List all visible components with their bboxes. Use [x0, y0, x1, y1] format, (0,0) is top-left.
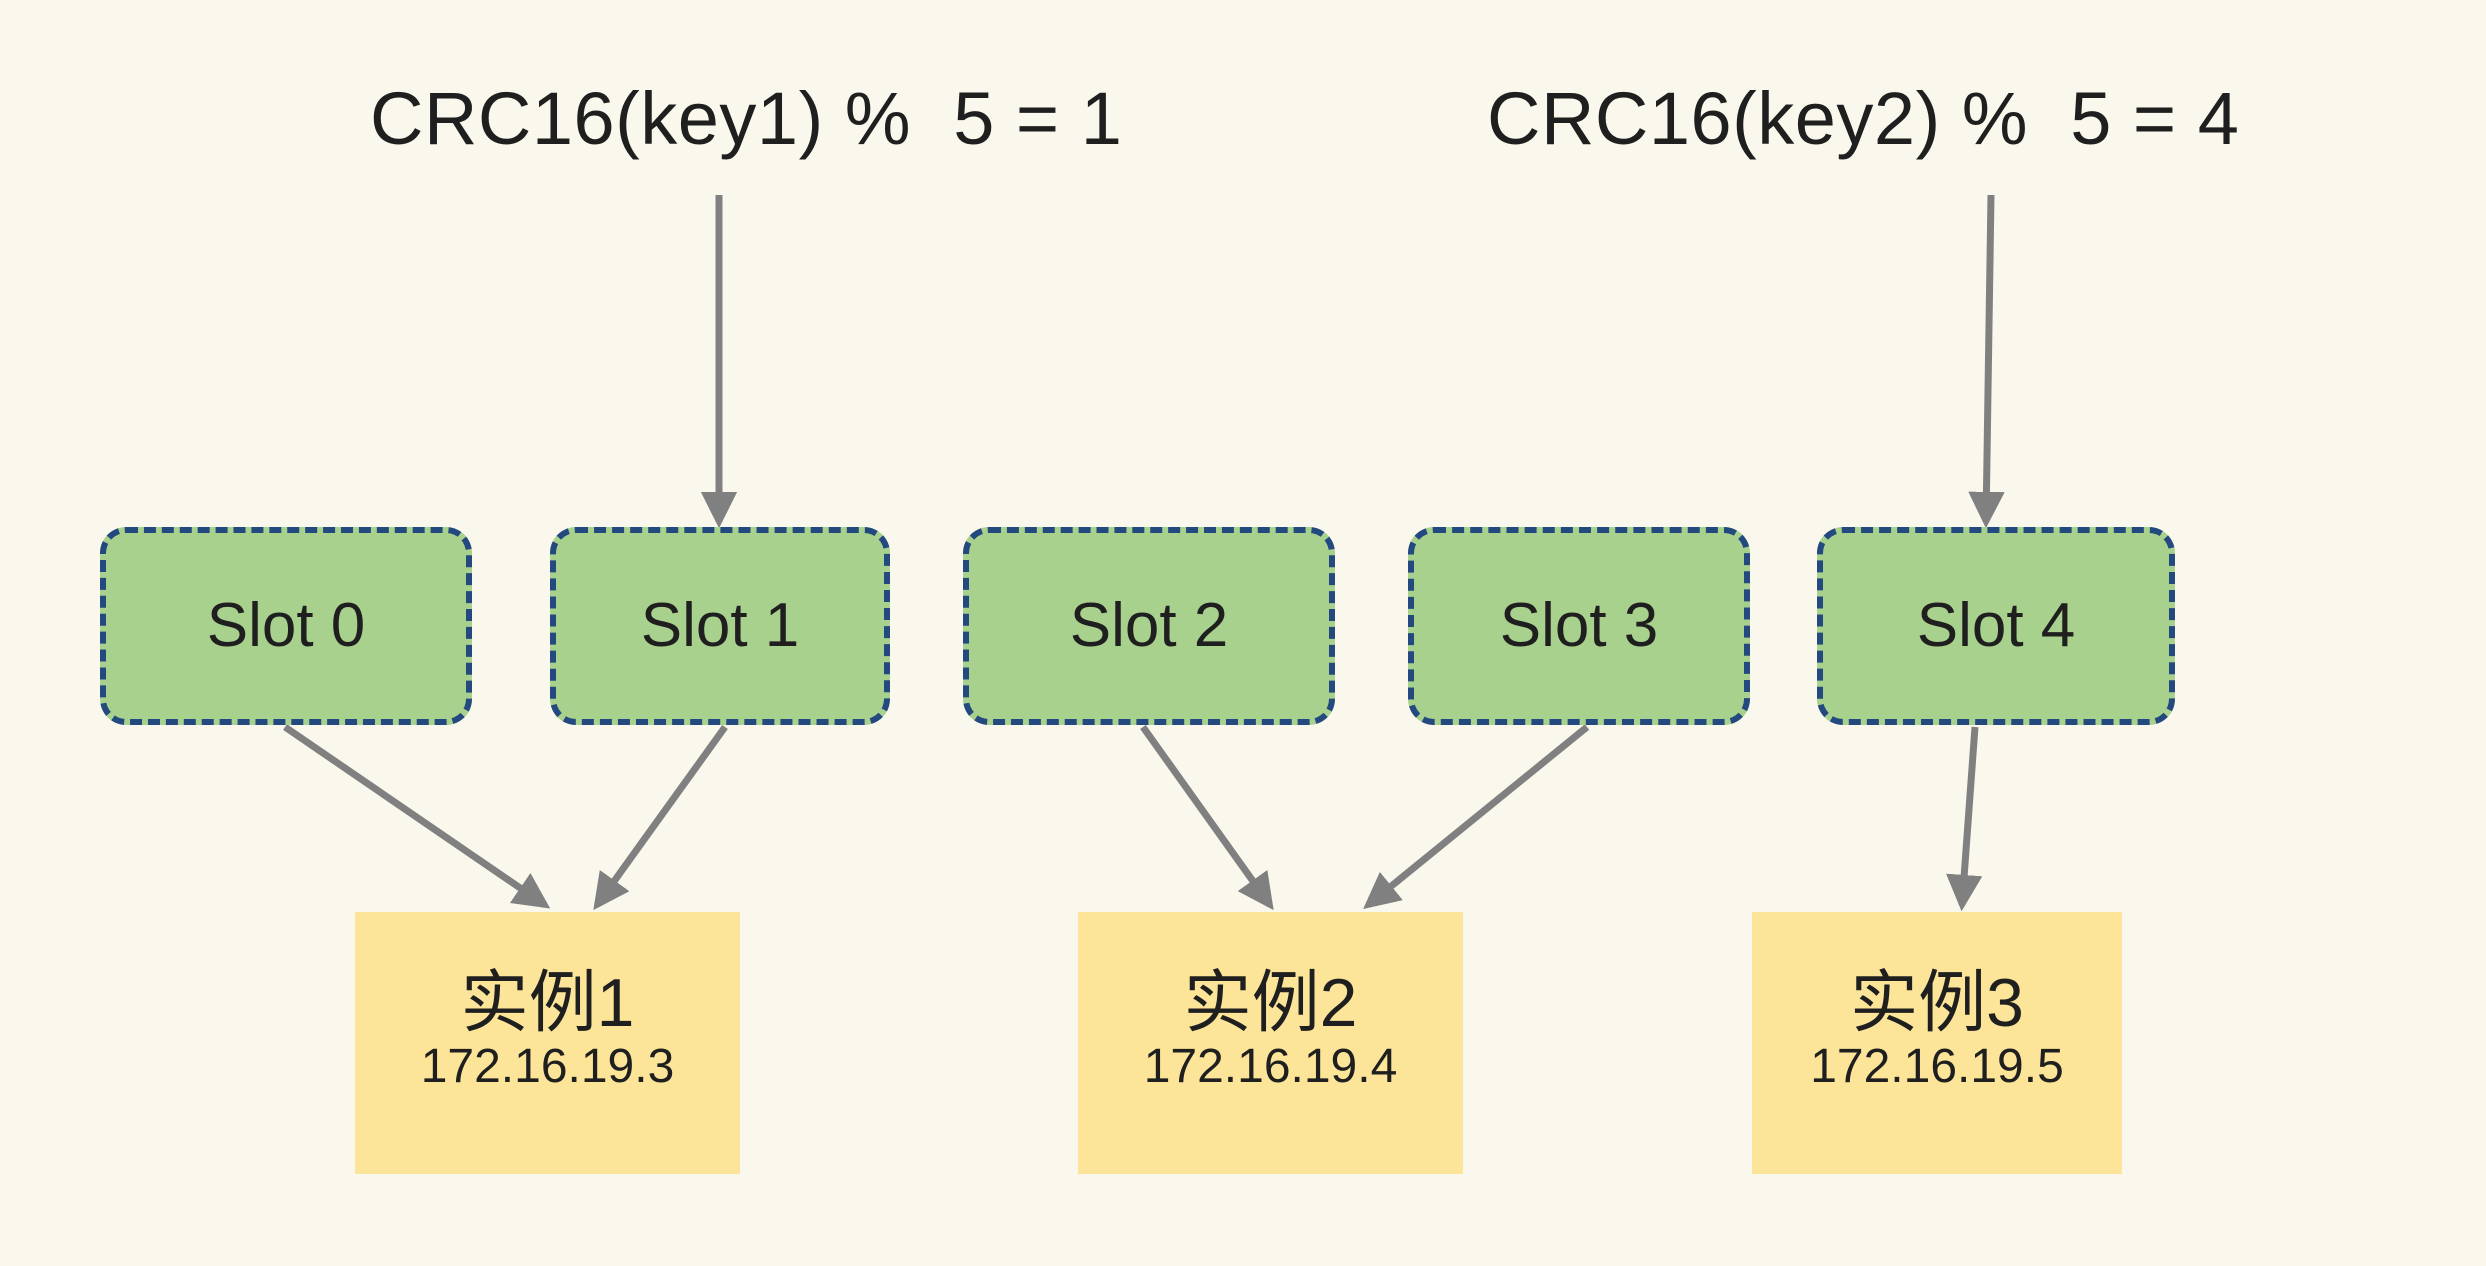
edge-slot3-instance2: [1363, 724, 1590, 909]
edge-slot4-instance3: [1946, 726, 1983, 912]
instance-node-1-name: 实例1: [460, 964, 635, 1041]
instance-node-3-name: 实例3: [1850, 964, 2024, 1041]
edge-slot1-instance1: [593, 724, 728, 911]
slot-node-1-label: Slot 1: [640, 591, 800, 660]
formula-key2-label: CRC16(key2) % 5 = 4: [1487, 77, 2240, 160]
slot-node-1[interactable]: Slot 1: [550, 527, 890, 725]
instance-node-2[interactable]: 实例2 172.16.19.4: [1078, 912, 1463, 1174]
slot-node-4[interactable]: Slot 4: [1817, 527, 2175, 725]
slot-node-0[interactable]: Slot 0: [100, 527, 472, 725]
slot-node-2-label: Slot 2: [1069, 591, 1229, 660]
instance-node-2-name: 实例2: [1183, 964, 1358, 1041]
instance-node-2-ip: 172.16.19.4: [1143, 1040, 1398, 1094]
edge-key2-slot4: [1968, 194, 2005, 529]
slot-node-3-label: Slot 3: [1499, 591, 1659, 660]
slot-node-0-label: Slot 0: [206, 591, 366, 660]
slot-node-4-label: Slot 4: [1916, 591, 2076, 660]
instance-node-1[interactable]: 实例1 172.16.19.3: [355, 912, 740, 1174]
edge-slot2-instance2: [1140, 724, 1274, 911]
instance-node-3-ip: 172.16.19.5: [1810, 1040, 2064, 1094]
instance-node-3[interactable]: 实例3 172.16.19.5: [1752, 912, 2122, 1174]
slot-node-3[interactable]: Slot 3: [1408, 527, 1750, 725]
edge-slot0-instance1: [283, 724, 551, 909]
slot-node-2[interactable]: Slot 2: [963, 527, 1335, 725]
formula-key1-label: CRC16(key1) % 5 = 1: [370, 77, 1123, 160]
instance-node-1-ip: 172.16.19.3: [420, 1040, 675, 1094]
